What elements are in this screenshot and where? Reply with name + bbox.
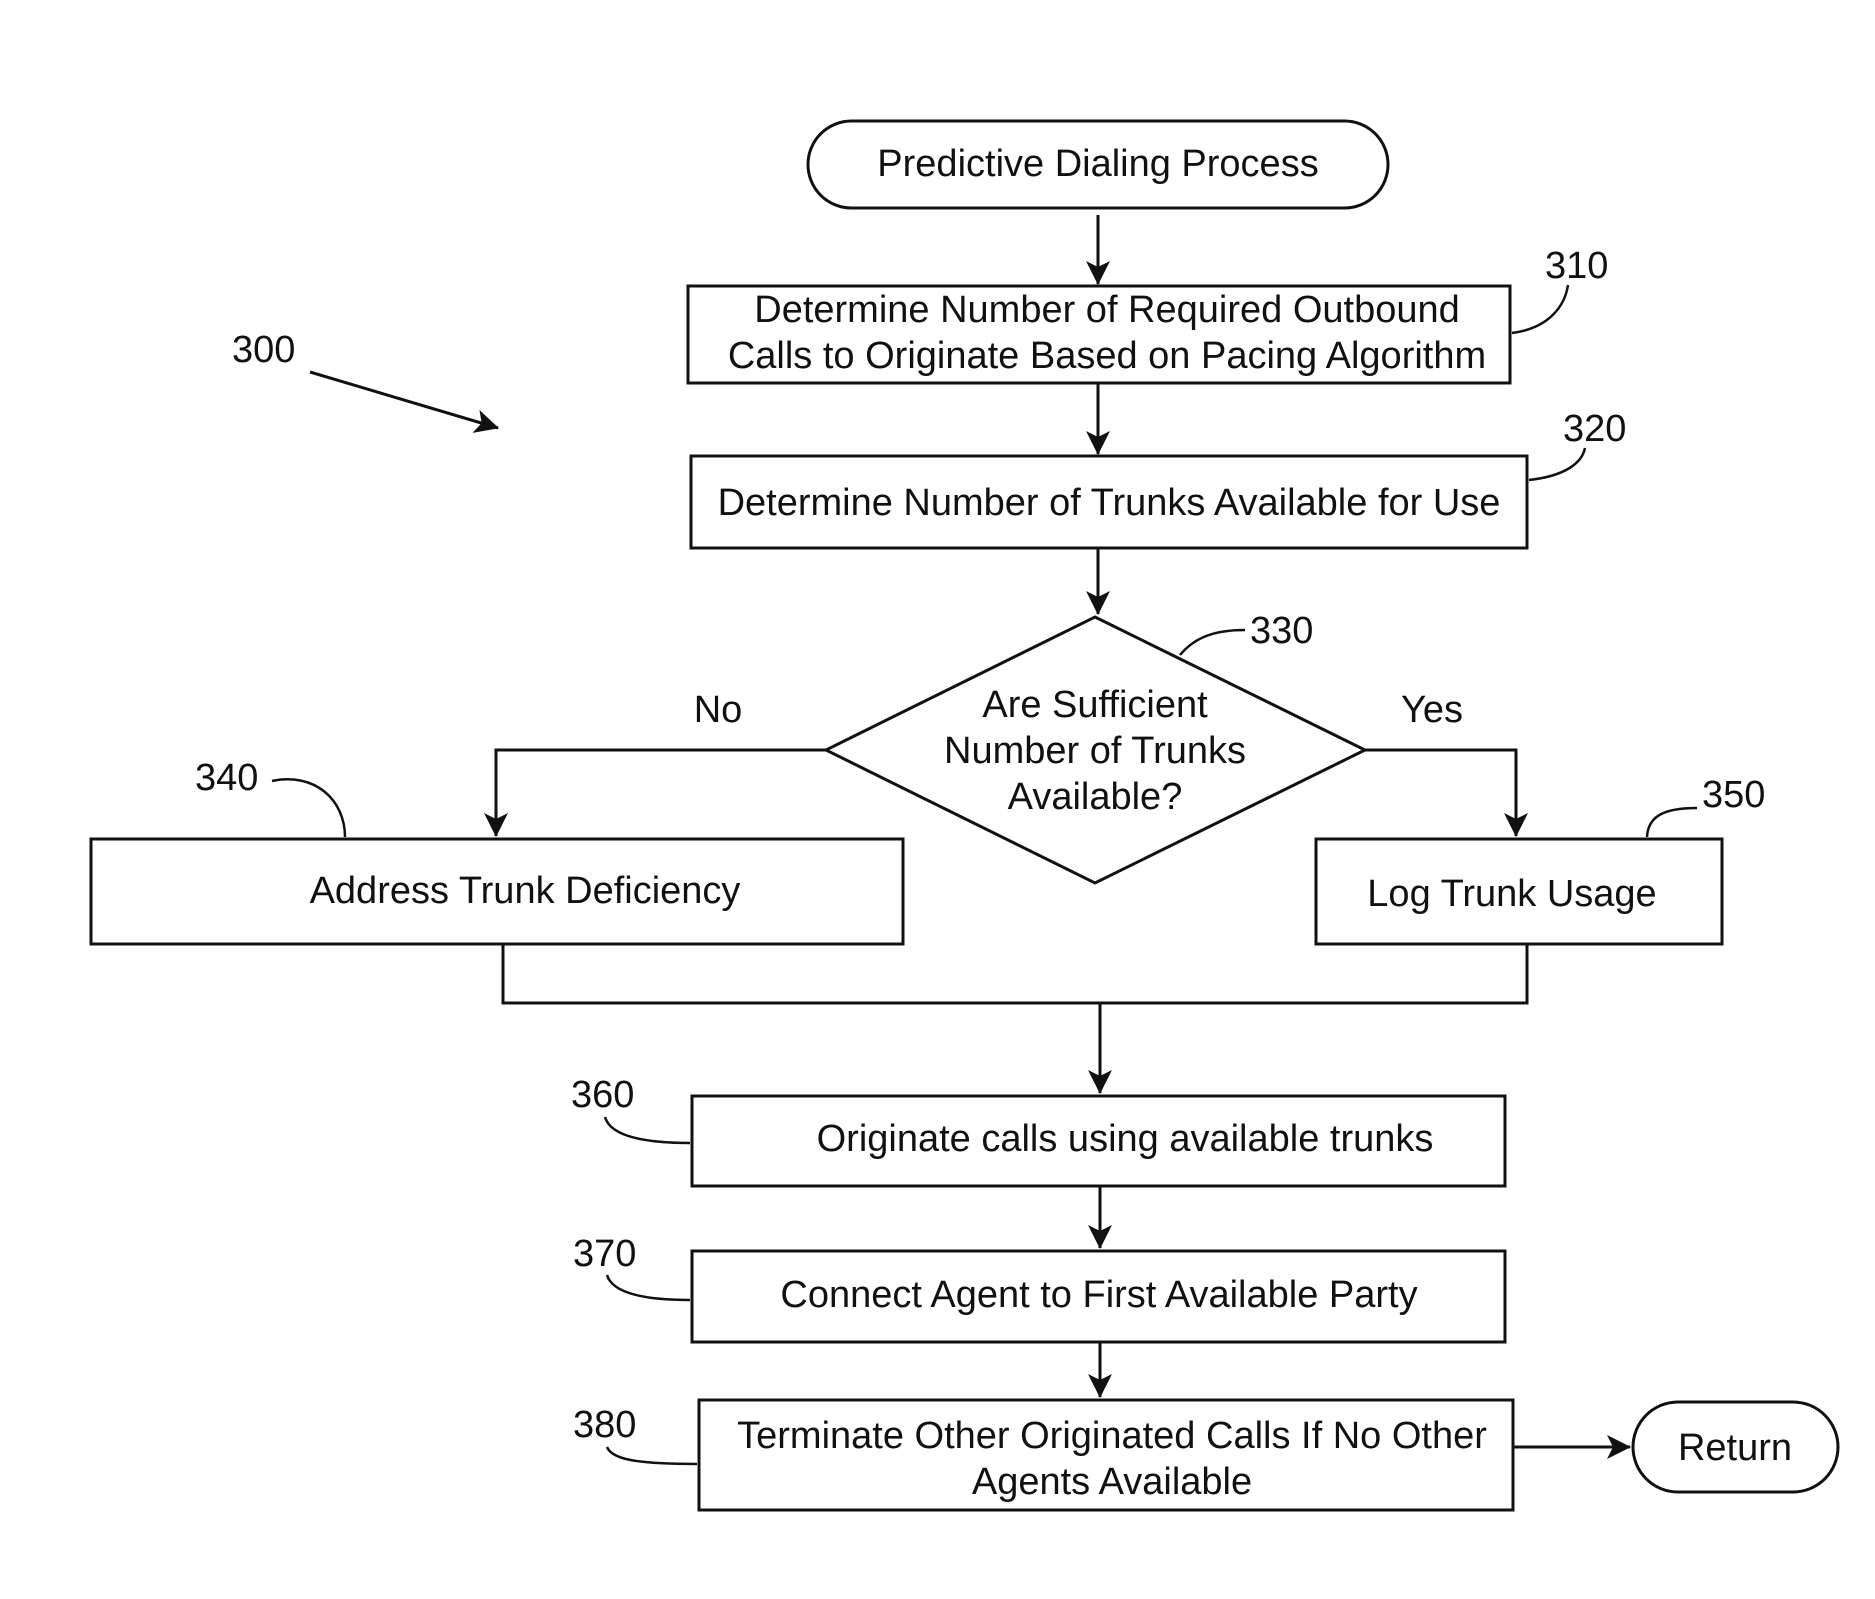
step-360: Originate calls using available trunks <box>692 1096 1505 1186</box>
step-350-leader <box>1647 808 1697 837</box>
step-320-line-1: Determine Number of Trunks Available for… <box>718 482 1501 524</box>
step-360-line-1: Originate calls using available trunks <box>817 1118 1434 1160</box>
start-terminator: Predictive Dialing Process <box>808 121 1388 208</box>
step-310: Determine Number of Required Outbound Ca… <box>688 286 1510 383</box>
step-320: Determine Number of Trunks Available for… <box>691 456 1527 548</box>
step-380-leader <box>607 1447 697 1464</box>
connector-330-350 <box>1365 750 1516 836</box>
start-terminator-label: Predictive Dialing Process <box>877 143 1318 185</box>
decision-330-ref: 330 <box>1250 610 1313 652</box>
end-terminator: Return <box>1633 1402 1838 1492</box>
step-380: Terminate Other Originated Calls If No O… <box>699 1400 1513 1510</box>
step-380-line-1: Terminate Other Originated Calls If No O… <box>737 1415 1487 1457</box>
step-310-line-1: Determine Number of Required Outbound <box>754 289 1460 331</box>
step-360-ref: 360 <box>571 1074 634 1116</box>
step-360-leader <box>605 1117 690 1143</box>
connector-340-merge <box>503 944 1527 1003</box>
decision-330-line-3: Available? <box>1008 776 1183 818</box>
step-370-leader <box>607 1275 690 1300</box>
step-340: Address Trunk Deficiency <box>91 839 903 944</box>
branch-no-label: No <box>694 689 743 731</box>
step-320-leader <box>1529 448 1585 480</box>
end-terminator-label: Return <box>1678 1427 1792 1469</box>
branch-yes-label: Yes <box>1401 689 1463 731</box>
step-340-line-1: Address Trunk Deficiency <box>310 870 741 912</box>
connector-330-340 <box>496 750 826 836</box>
figure-ref-300: 300 <box>232 329 295 371</box>
step-380-ref: 380 <box>573 1404 636 1446</box>
decision-330-line-2: Number of Trunks <box>944 730 1246 772</box>
step-370-ref: 370 <box>573 1233 636 1275</box>
step-350-line-1: Log Trunk Usage <box>1367 873 1656 915</box>
step-320-ref: 320 <box>1563 408 1626 450</box>
step-370: Connect Agent to First Available Party <box>692 1251 1505 1342</box>
step-370-line-1: Connect Agent to First Available Party <box>780 1274 1417 1316</box>
decision-330-leader <box>1180 630 1245 655</box>
step-350-ref: 350 <box>1702 774 1765 816</box>
step-310-line-2: Calls to Originate Based on Pacing Algor… <box>728 335 1486 377</box>
step-310-ref: 310 <box>1545 245 1608 287</box>
step-350: Log Trunk Usage <box>1316 839 1722 944</box>
figure-ref-arrow <box>310 372 498 428</box>
decision-330: Are Sufficient Number of Trunks Availabl… <box>826 617 1365 883</box>
step-340-leader <box>272 779 345 837</box>
step-380-line-2: Agents Available <box>972 1461 1252 1503</box>
step-310-leader <box>1512 285 1568 333</box>
decision-330-line-1: Are Sufficient <box>982 684 1208 726</box>
step-340-ref: 340 <box>195 757 258 799</box>
